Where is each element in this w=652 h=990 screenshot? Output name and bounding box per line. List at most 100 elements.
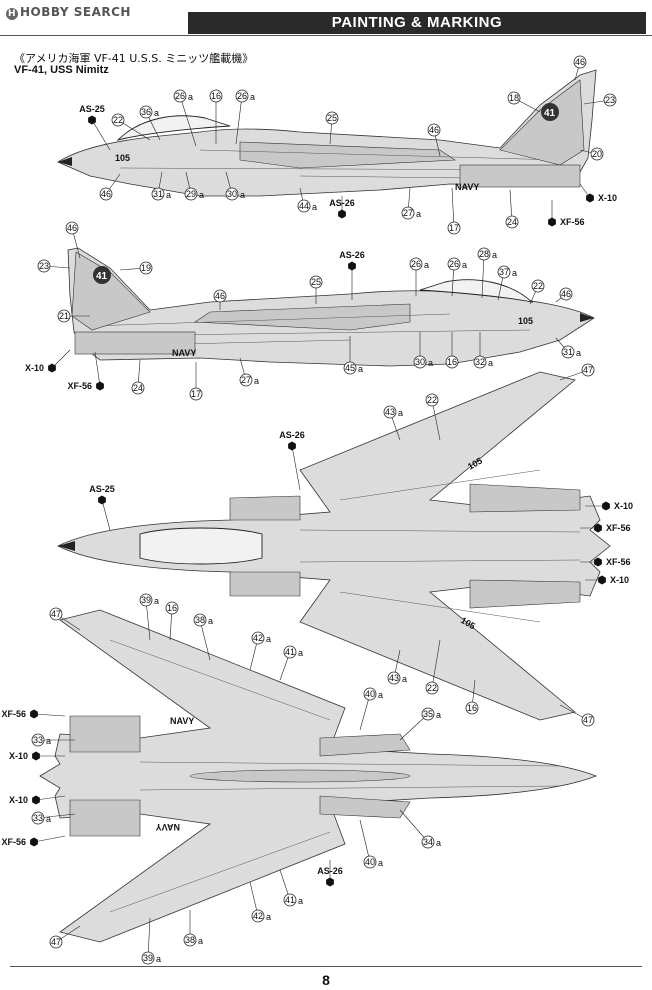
side-view-left: 105 NAVY 41 [67, 247, 595, 367]
callout-circle [297, 199, 311, 213]
callout-view2-6: 24 [131, 359, 145, 395]
callout-leader-line [51, 349, 71, 369]
callout-number: 22 [427, 395, 437, 405]
callout-number: 30 [227, 189, 237, 199]
callout-number: 47 [583, 365, 593, 375]
callout-circle [141, 951, 155, 965]
paint-code-label: X-10 [25, 363, 44, 373]
callout-suffix: a [358, 364, 363, 374]
callout-suffix: a [576, 348, 581, 358]
callout-view1-11: 20 [579, 147, 604, 161]
callout-number: 22 [113, 115, 123, 125]
callout-circle [283, 893, 297, 907]
callout-leader-line [451, 187, 455, 229]
section-title: PAINTING & MARKING [188, 12, 646, 34]
callout-circle [183, 933, 197, 947]
paint-hex-icon [32, 795, 40, 805]
callout-view2-5: XF-56 [67, 351, 104, 391]
callout-number: 25 [311, 277, 321, 287]
paint-code-label: X-10 [610, 575, 629, 585]
callout-number: 43 [389, 673, 399, 683]
callout-view1-18: AS-26 [329, 196, 355, 219]
paint-hex-icon [326, 877, 334, 887]
callout-view2-0: 46 [65, 221, 81, 259]
callout-circle [139, 593, 153, 607]
callout-leader-line [33, 713, 66, 717]
callout-circle [235, 89, 249, 103]
callout-circle [507, 91, 521, 105]
callout-circle [409, 257, 423, 271]
paint-code-label: X-10 [9, 795, 28, 805]
callout-number: 30 [415, 357, 425, 367]
callout-view1-4: 16 [209, 89, 223, 144]
callout-circle [37, 259, 51, 273]
callout-number: 46 [101, 189, 111, 199]
callout-view3-4: AS-25 [89, 484, 115, 531]
paint-code-label: XF-56 [606, 557, 631, 567]
callout-number: 46 [561, 289, 571, 299]
callout-view2-10: 25 [309, 275, 323, 304]
paint-hex-icon [586, 193, 594, 203]
callout-number: 33 [33, 813, 43, 823]
callout-circle [581, 713, 595, 727]
callout-circle [239, 373, 253, 387]
callout-circle [427, 123, 441, 137]
callout-view3-12: 47 [559, 704, 595, 727]
callout-view2-7: 17 [189, 362, 203, 401]
callout-suffix: a [198, 936, 203, 946]
callout-circle [497, 265, 511, 279]
callout-number: 29 [186, 189, 196, 199]
callout-leader-line [33, 835, 66, 843]
callout-view1-10: 23 [583, 93, 617, 107]
paint-hex-icon [48, 363, 56, 373]
paint-hex-icon [338, 209, 346, 219]
callout-number: 21 [59, 311, 69, 321]
callout-circle [131, 381, 145, 395]
callout-circle [251, 631, 265, 645]
callout-leader-line [91, 119, 111, 151]
paint-code-label: AS-25 [79, 104, 105, 114]
callout-circle [559, 287, 573, 301]
page-number: 8 [322, 972, 330, 988]
callout-number: 23 [39, 261, 49, 271]
callout-number: 33 [33, 735, 43, 745]
callout-view1-1: 22 [111, 113, 151, 141]
callout-number: 25 [327, 113, 337, 123]
callout-view1-8: 46 [573, 55, 587, 81]
paint-hex-icon [32, 751, 40, 761]
callout-view1-7: 46 [427, 123, 441, 157]
callout-number: 27 [241, 375, 251, 385]
callout-leader-line [399, 809, 429, 843]
callout-circle [193, 613, 207, 627]
callout-view1-13: 46 [99, 173, 121, 201]
callout-suffix: a [436, 710, 441, 720]
callout-circle [31, 811, 45, 825]
callout-view2-9: 46 [213, 289, 227, 310]
callout-number: 26 [411, 259, 421, 269]
callout-number: 42 [253, 911, 263, 921]
callout-view2-11: AS-26 [339, 250, 365, 300]
callout-circle [325, 111, 339, 125]
callout-circle [590, 147, 604, 161]
brand-text: HOBBY SEARCH [20, 5, 131, 19]
callout-circle [445, 355, 459, 369]
callout-suffix: a [378, 690, 383, 700]
callout-number: 24 [133, 383, 143, 393]
callout-circle [387, 671, 401, 685]
callout-leader-line [94, 351, 101, 387]
callout-suffix: a [398, 408, 403, 418]
side-number-text-2: 105 [518, 316, 533, 326]
paint-code-label: AS-26 [339, 250, 365, 260]
callout-suffix: a [416, 209, 421, 219]
callout-leader-line [145, 599, 151, 641]
